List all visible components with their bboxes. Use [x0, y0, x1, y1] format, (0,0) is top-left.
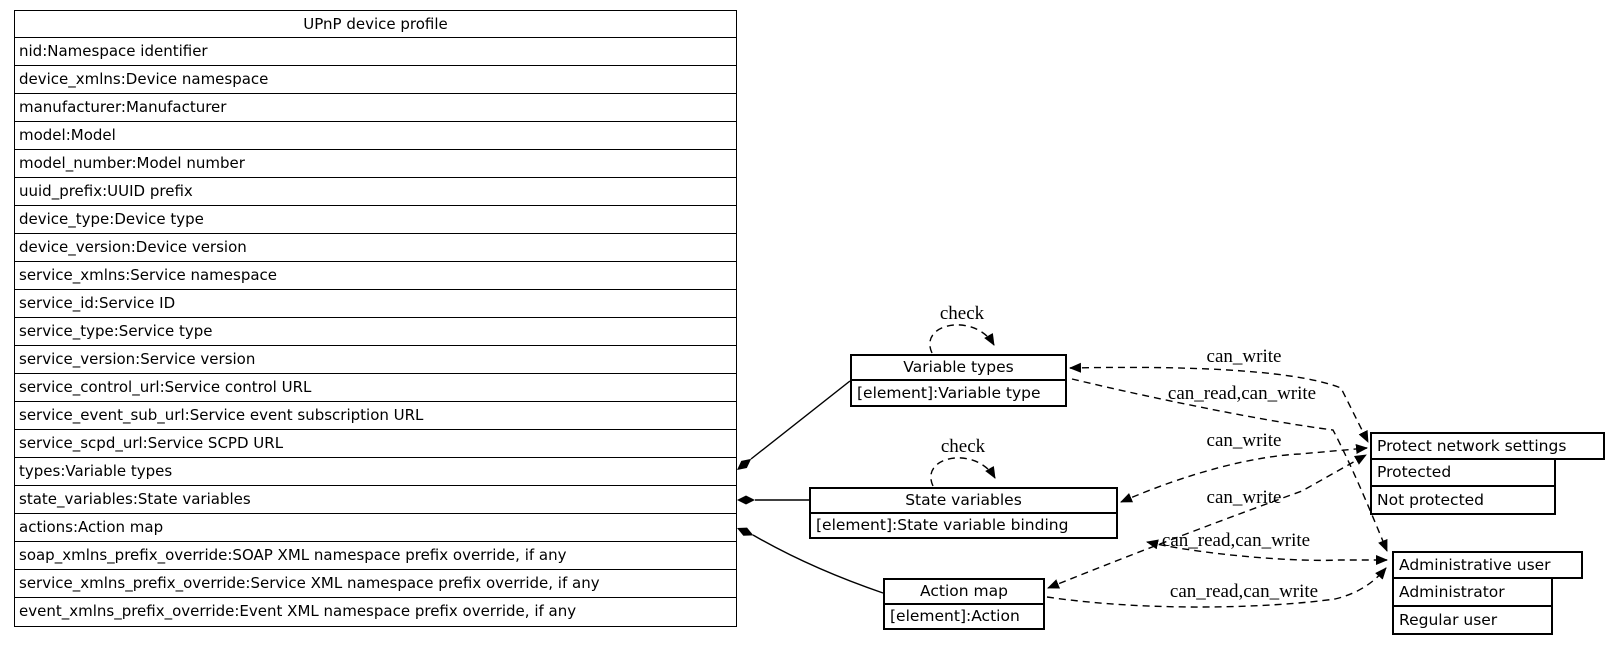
edge-action-map-protect — [1047, 454, 1367, 589]
enum-admin-row-administrator: Administrator — [1392, 577, 1553, 607]
profile-table-title: UPnP device profile — [15, 11, 736, 38]
table-row: model_number:Model number — [15, 150, 736, 178]
check-loop-variable-types — [929, 324, 995, 354]
link-actions-to-action-map — [752, 534, 884, 594]
node-state-variables-row: [element]:State variable binding — [809, 512, 1118, 539]
table-row: nid:Namespace identifier — [15, 38, 736, 66]
table-row: uuid_prefix:UUID prefix — [15, 178, 736, 206]
edge-label-can-read-can-write-1: can_read,can_write — [1167, 383, 1317, 404]
edge-label-can-read-can-write-2: can_read,can_write — [1161, 530, 1311, 551]
edge-state-variables-admin — [1146, 539, 1388, 565]
link-types-to-variable-types — [750, 380, 851, 460]
table-row: service_scpd_url:Service SCPD URL — [15, 430, 736, 458]
edge-label-can-read-can-write-3: can_read,can_write — [1169, 581, 1319, 602]
table-row: service_xmlns_prefix_override:Service XM… — [15, 570, 736, 598]
table-row: device_xmlns:Device namespace — [15, 66, 736, 94]
profile-table-rows: nid:Namespace identifier device_xmlns:De… — [15, 38, 736, 626]
node-action-map-row: [element]:Action — [883, 603, 1045, 630]
node-action-map-title: Action map — [883, 578, 1045, 605]
composition-diamond-icon — [737, 495, 755, 505]
node-variable-types-title: Variable types — [850, 354, 1067, 381]
table-row: service_type:Service type — [15, 318, 736, 346]
edge-label-can-write-1: can_write — [1206, 346, 1282, 367]
edge-variable-types-protect — [1069, 362, 1369, 443]
check-loop-state-variables — [930, 457, 996, 487]
table-row: state_variables:State variables — [15, 486, 736, 514]
table-row: service_id:Service ID — [15, 290, 736, 318]
node-variable-types-row: [element]:Variable type — [850, 379, 1067, 407]
table-row: service_control_url:Service control URL — [15, 374, 736, 402]
enum-protect-row-protected: Protected — [1370, 458, 1556, 487]
table-row: device_version:Device version — [15, 234, 736, 262]
check-label-state-variables: check — [940, 436, 986, 457]
table-row: device_type:Device type — [15, 206, 736, 234]
enum-protect-row-not-protected: Not protected — [1370, 485, 1556, 515]
table-row: actions:Action map — [15, 514, 736, 542]
table-row: types:Variable types — [15, 458, 736, 486]
edge-label-can-write-3: can_write — [1206, 487, 1282, 508]
enum-admin-row-regular-user: Regular user — [1392, 605, 1553, 635]
table-row: service_xmlns:Service namespace — [15, 262, 736, 290]
enum-administrative-user-title: Administrative user — [1392, 551, 1583, 579]
composition-diamond-icon — [737, 458, 752, 470]
table-row: service_event_sub_url:Service event subs… — [15, 402, 736, 430]
enum-protect-network-settings-title: Protect network settings — [1370, 432, 1605, 460]
table-row: event_xmlns_prefix_override:Event XML na… — [19, 602, 577, 620]
edge-label-can-write-2: can_write — [1206, 430, 1282, 451]
composition-diamond-icon — [737, 527, 754, 536]
table-row: model:Model — [15, 122, 736, 150]
node-state-variables-title: State variables — [809, 487, 1118, 514]
check-label-variable-types: check — [939, 303, 985, 324]
table-row: service_version:Service version — [15, 346, 736, 374]
table-row: manufacturer:Manufacturer — [15, 94, 736, 122]
profile-table: UPnP device profile nid:Namespace identi… — [14, 10, 737, 627]
edge-variable-types-admin — [1071, 378, 1388, 552]
table-row: soap_xmlns_prefix_override:SOAP XML name… — [15, 542, 736, 570]
